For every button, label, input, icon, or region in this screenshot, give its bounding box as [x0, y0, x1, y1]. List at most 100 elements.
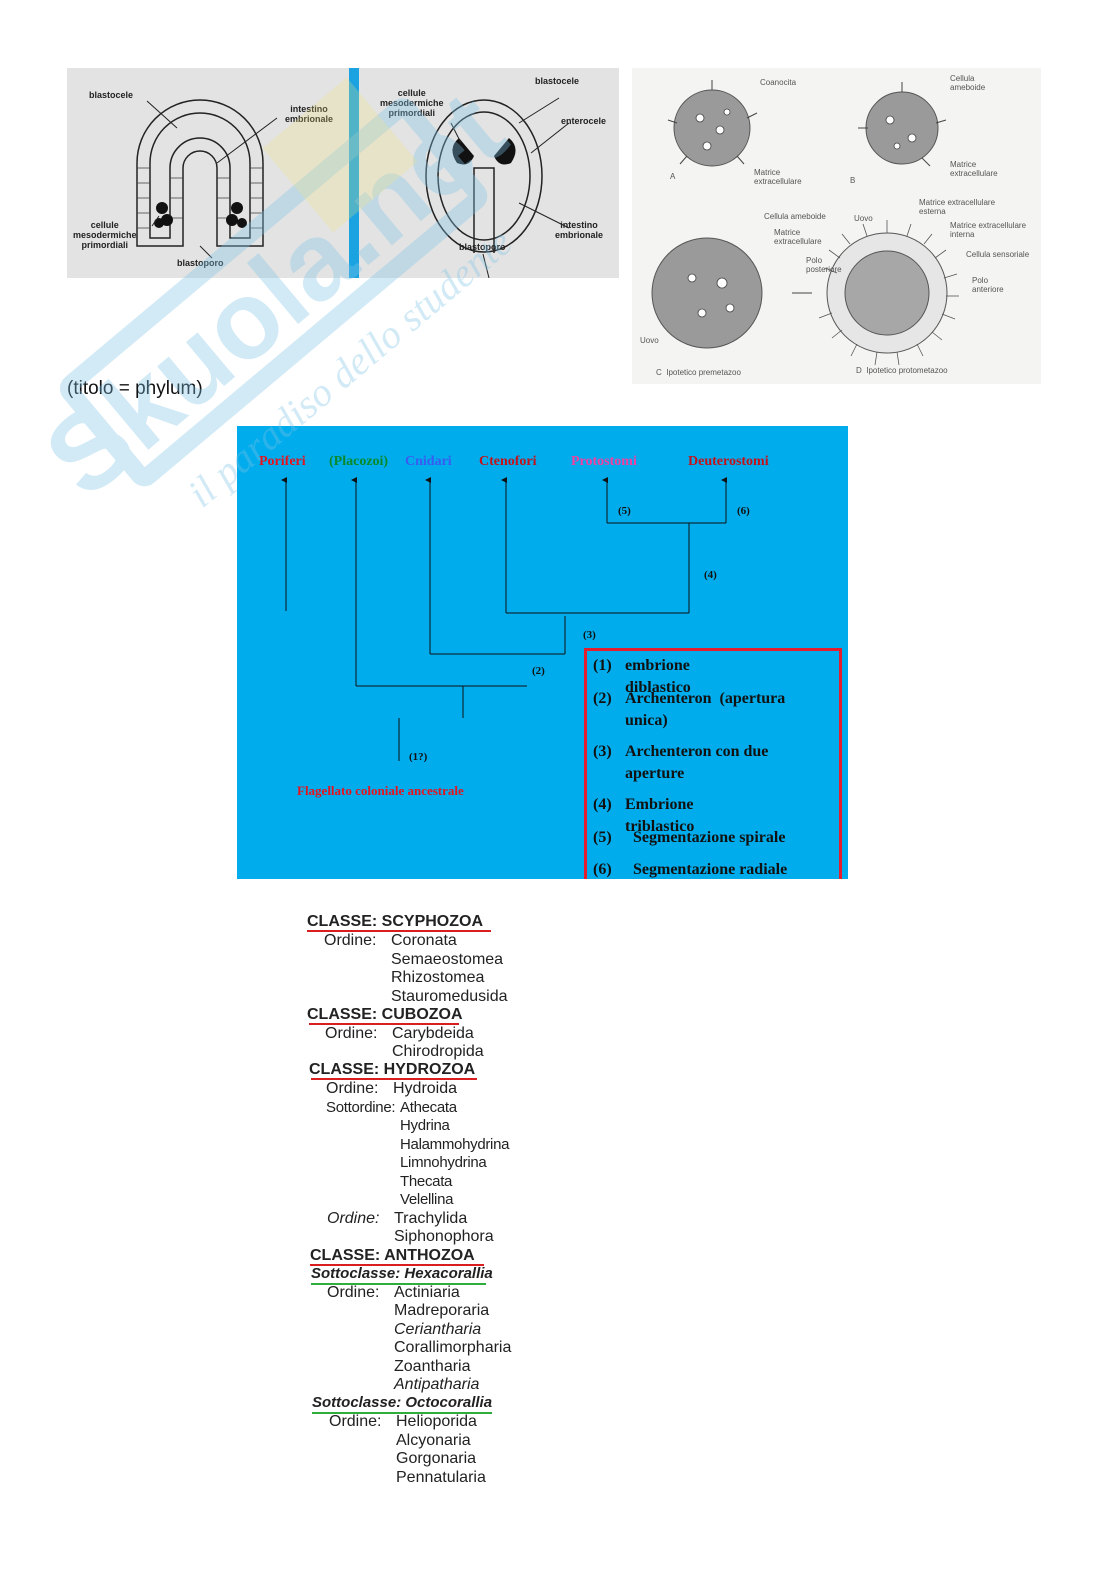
root-label: Flagellato coloniale ancestrale [297, 783, 464, 798]
ordine-label: Ordine: [325, 1025, 378, 1042]
order-siphonophora: Siphonophora [394, 1228, 494, 1245]
order-gorgonaria: Gorgonaria [396, 1450, 477, 1467]
suborder-velellina: Velellina [400, 1191, 454, 1208]
ordine-label: Ordine: [327, 1210, 380, 1227]
suborder-limnohydrina: Limnohydrina [400, 1154, 487, 1171]
legend-num-4: (4) [593, 796, 612, 813]
order-hydroida: Hydroida [393, 1080, 458, 1097]
order-madreporaria: Madreporaria [394, 1302, 490, 1319]
legend-num-3: (3) [593, 743, 612, 760]
node-5: (5) [618, 505, 631, 517]
legend-text-1: embrione diblastico [625, 657, 691, 696]
label-matrice-interna: Matrice extracellulare interna [950, 221, 1027, 239]
suborder-hydrina: Hydrina [400, 1117, 450, 1134]
figure-divider [349, 68, 359, 278]
underline-anthozoa [310, 1264, 484, 1266]
underline-cubozoa [309, 1023, 459, 1025]
section-caption: (titolo = phylum) [67, 378, 203, 399]
ordine-label: Ordine: [326, 1080, 379, 1097]
node-3: (3) [583, 629, 596, 641]
order-zoantharia: Zoantharia [394, 1358, 471, 1375]
taxon-protostomi: Protostomi [571, 454, 637, 469]
legend-num-2: (2) [593, 690, 612, 707]
label-matrice-esterna: Matrice extracellulare esterna [919, 198, 996, 216]
label-polo-anteriore: Polo anteriore [972, 276, 1004, 294]
legend-text-4: Embrione triblastico [625, 796, 695, 835]
order-chirodropida: Chirodropida [392, 1043, 484, 1060]
suborder-athecata: Athecata [400, 1099, 457, 1116]
taxon-poriferi: Poriferi [259, 454, 306, 469]
legend-item-2: (2) Archenteron (apertura unica) [593, 688, 785, 776]
phylogeny-tree [281, 477, 727, 761]
legend-text-5: Segmentazione spirale [625, 829, 786, 846]
label-cellula-ameboide-b: Cellula ameboide [950, 74, 986, 92]
caption-protometazoo: D Ipotetico protometazoo [856, 366, 948, 375]
label-intestino-right: intestino embrionale [555, 220, 604, 240]
premetazoo-figure: Coanocita Matrice extracellulare A Cellu… [632, 68, 1041, 384]
label-matrice-c: Matrice extracellulare [774, 228, 822, 246]
label-enterocele-right: enterocele [561, 116, 607, 126]
taxon-placozoi: (Placozoi) [329, 454, 389, 469]
order-stauromedusida: Stauromedusida [391, 988, 508, 1005]
ordine-label: Ordine: [324, 932, 377, 949]
label-blastoporo-left: blastoporo [177, 258, 224, 268]
order-coronata: Coronata [391, 932, 457, 949]
node-4: (4) [704, 569, 717, 581]
taxon-cnidari: Cnidari [405, 454, 452, 469]
gastrula-left-drawing [136, 99, 278, 259]
label-matrice-a: Matrice extracellulare [754, 168, 802, 186]
label-blastocele-right: blastocele [535, 76, 580, 86]
legend-text-2: Archenteron (apertura unica) [625, 690, 786, 729]
underline-hydrozoa [311, 1078, 477, 1080]
label-blastocele-left: blastocele [89, 90, 134, 100]
order-helioporida: Helioporida [396, 1413, 477, 1430]
node-6: (6) [737, 505, 750, 517]
underline-octocorallia [312, 1412, 492, 1414]
gastrula-figure: blastocele intestino embrionale cellule … [67, 68, 619, 278]
order-ceriantharia: Ceriantharia [394, 1321, 482, 1338]
order-actiniaria: Actiniaria [394, 1284, 460, 1301]
order-pennatularia: Pennatularia [396, 1469, 486, 1486]
label-letter-b: B [850, 176, 856, 185]
legend-num-1: (1) [593, 657, 612, 674]
node-1: (1?) [409, 751, 428, 763]
order-antipatharia: Antipatharia [394, 1376, 480, 1393]
ordine-label: Ordine: [329, 1413, 382, 1430]
class-anthozoa-title: CLASSE: ANTHOZOA [310, 1247, 475, 1264]
phylogeny-legend: (1) embrione diblastico (2) Archenteron … [584, 648, 842, 879]
taxon-deuterostomi: Deuterostomi [688, 454, 769, 469]
class-cubozoa-title: CLASSE: CUBOZOA [307, 1006, 463, 1023]
label-cellula-ameboide-c: Cellula ameboide [764, 212, 826, 221]
label-cellule-left: cellule mesodermiche primordiali [73, 220, 137, 250]
ordine-label: Ordine: [327, 1284, 380, 1301]
label-uovo-d: Uovo [854, 214, 873, 223]
order-trachylida: Trachylida [394, 1210, 468, 1227]
taxon-ctenofori: Ctenofori [479, 454, 537, 469]
caption-premetazoo: C Ipotetico premetazoo [656, 368, 741, 377]
subclass-hexacorallia: Sottoclasse: Hexacorallia [311, 1265, 493, 1282]
order-rhizostomea: Rhizostomea [391, 969, 485, 986]
legend-num-6: (6) [593, 861, 612, 878]
suborder-halammohydrina: Halammohydrina [400, 1136, 510, 1153]
underline-hexacorallia [311, 1283, 486, 1285]
order-semaeostomea: Semaeostomea [391, 951, 504, 968]
legend-text-6: Segmentazione radiale [625, 861, 788, 878]
class-scyphozoa-title: CLASSE: SCYPHOZOA [307, 913, 484, 930]
label-cellula-sensoriale: Cellula sensoriale [966, 250, 1030, 259]
order-corallimorpharia: Corallimorpharia [394, 1339, 512, 1356]
gastrula-right-drawing [425, 97, 570, 278]
underline-scyphozoa [307, 930, 491, 932]
order-carybdeida: Carybdeida [392, 1025, 474, 1042]
label-cellule-right: cellule mesodermiche primordiali [380, 88, 444, 118]
order-alcyonaria: Alcyonaria [396, 1432, 471, 1449]
label-intestino-left: intestino embrionale [285, 104, 334, 124]
label-matrice-b: Matrice extracellulare [950, 160, 998, 178]
label-blastoporo-right: blastoporo [459, 242, 506, 252]
suborder-thecata: Thecata [400, 1173, 453, 1190]
node-2: (2) [532, 665, 545, 677]
phylogeny-panel: Poriferi (Placozoi) Cnidari Ctenofori Pr… [237, 426, 848, 879]
premetazoo-drawing [651, 80, 959, 366]
label-polo-posteriore: Polo posteriore [806, 256, 842, 274]
label-coanocita: Coanocita [760, 78, 797, 87]
legend-num-5: (5) [593, 829, 612, 846]
